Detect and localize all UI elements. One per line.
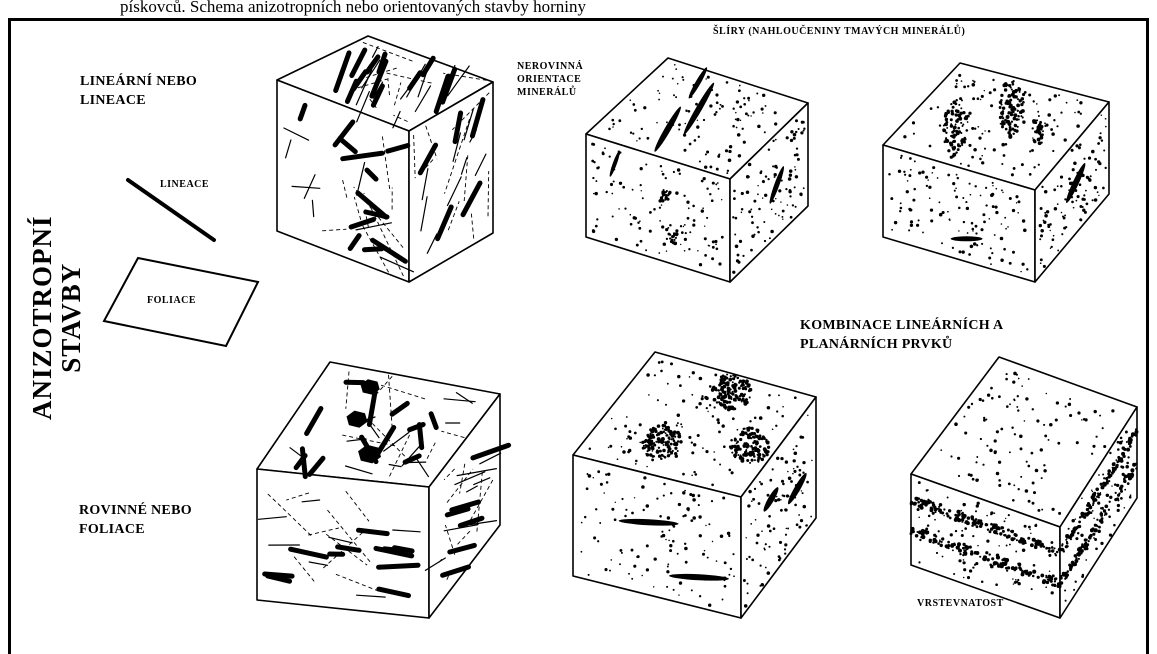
block-schlieren [883,63,1109,282]
label-linear-line1: LINEÁRNÍ NEBO [80,72,197,91]
label-linear-line2: LINEACE [80,91,197,110]
label-bedding: VRSTEVNATOST [917,597,1004,610]
label-planar: ROVINNÉ NEBO FOLIACE [79,501,192,539]
block-linear-crystals [277,36,493,282]
label-foliation-legend: FOLIACE [147,294,196,307]
label-combination-line2: PLANÁRNÍCH PRVKŮ [800,335,1003,354]
label-uneven-line1: NEROVINNÁ [517,60,583,73]
label-combination-line1: KOMBINACE LINEÁRNÍCH A [800,316,1003,335]
label-planar-line2: FOLIACE [79,520,192,539]
label-lineation-legend: LINEACE [160,178,209,191]
label-linear: LINEÁRNÍ NEBO LINEACE [80,72,197,110]
label-combination: KOMBINACE LINEÁRNÍCH A PLANÁRNÍCH PRVKŮ [800,316,1003,354]
label-planar-line1: ROVINNÉ NEBO [79,501,192,520]
label-uneven-line3: MINERÁLŮ [517,86,583,99]
schlieren-left [951,236,983,241]
label-uneven-orientation: NEROVINNÁ ORIENTACE MINERÁLŮ [517,60,583,99]
block-uneven-orientation [586,58,808,282]
label-uneven-line2: ORIENTACE [517,73,583,86]
label-schlieren: ŠLÍRY (NAHLOUČENINY TMAVÝCH MINERÁLŮ) [713,25,965,38]
